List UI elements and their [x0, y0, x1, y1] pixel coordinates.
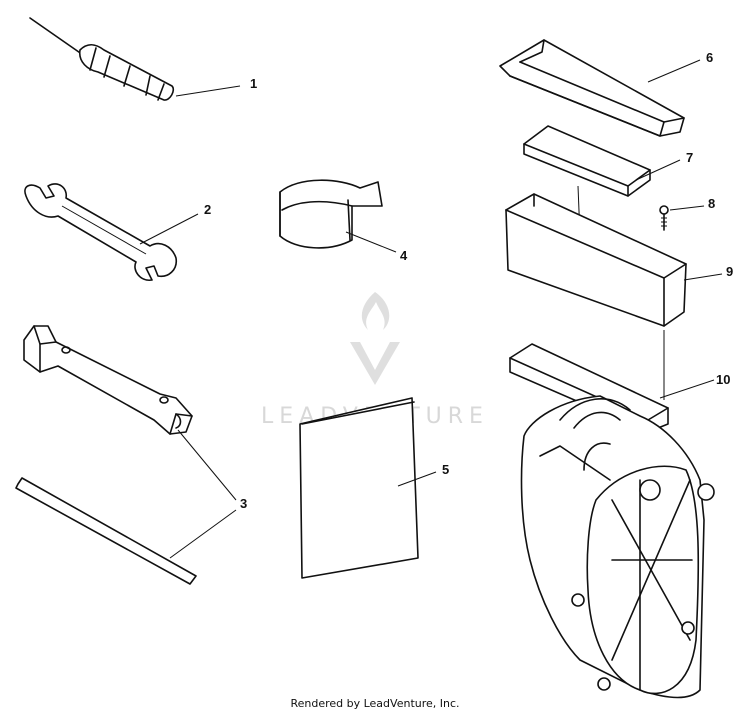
leader-line-7b [635, 159, 681, 181]
wrench-part [24, 183, 178, 281]
leader-line-9 [683, 273, 723, 281]
lid-part [499, 39, 685, 137]
box-part [505, 193, 687, 327]
callout-1: 1 [250, 76, 257, 91]
callout-8: 8 [708, 196, 715, 211]
leader-line-1 [175, 85, 241, 97]
leader-line-3b [169, 509, 237, 559]
leader-line-2 [139, 213, 199, 245]
strap-part [279, 179, 383, 249]
leader-line-3a [177, 429, 237, 501]
leader-line-4 [345, 231, 397, 253]
leader-line-10 [659, 379, 715, 399]
callout-6: 6 [706, 50, 713, 65]
leader-line-5 [397, 471, 437, 487]
tube-wrench-part [23, 325, 193, 435]
pad-part [523, 125, 651, 197]
callout-4: 4 [400, 248, 408, 263]
callout-5: 5 [442, 462, 449, 477]
screwdriver-part [29, 17, 175, 101]
screw-part [659, 205, 669, 231]
footer-credit: Rendered by LeadVenture, Inc. [290, 697, 460, 710]
leader-line-8 [669, 205, 705, 211]
callout-3: 3 [240, 496, 247, 511]
housing-part [509, 343, 715, 699]
manual-part [299, 397, 419, 579]
callout-9: 9 [726, 264, 733, 279]
callout-2: 2 [204, 202, 211, 217]
callout-10: 10 [716, 372, 730, 387]
leader-line-6 [647, 59, 701, 83]
flame-logo-icon [350, 292, 400, 385]
callout-7: 7 [686, 150, 693, 165]
rod-part [15, 477, 197, 585]
